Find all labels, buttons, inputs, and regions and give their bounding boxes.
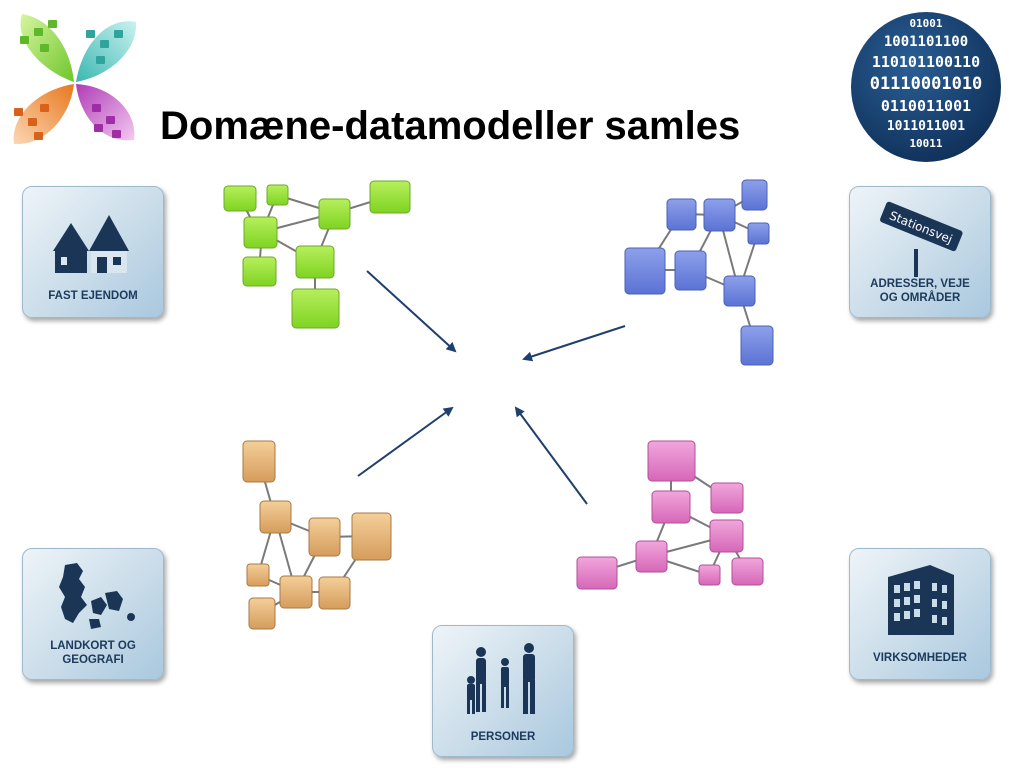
building-icon: [888, 565, 954, 635]
tile-fast-ejendom[interactable]: FAST EJENDOM: [22, 186, 164, 318]
globe-row: 0110011001: [880, 97, 972, 115]
tile-personer[interactable]: PERSONER: [432, 625, 574, 757]
tile-label: ADRESSER, VEJE OG OMRÅDER: [850, 277, 990, 305]
merge-arrows: [357, 270, 626, 505]
arrow-green: [366, 270, 457, 353]
page-title: Domæne-datamodeller samles: [160, 104, 741, 148]
globe-row: 1011011001: [886, 119, 966, 134]
tile-label: LANDKORT OG GEOGRAFI: [23, 639, 163, 667]
tile-label: PERSONER: [470, 731, 536, 743]
globe-row: 01110001010: [869, 74, 983, 94]
tile-label: FAST EJENDOM: [48, 290, 138, 302]
globe-row: 01001: [909, 17, 943, 30]
tile-adresser[interactable]: Stationsvej ADRESSER, VEJE OG OMRÅDER: [849, 186, 991, 318]
tile-label-line1: LANDKORT OG: [50, 640, 136, 652]
arrow-pink: [514, 406, 588, 505]
green-datamodel-boxes: [223, 180, 411, 329]
arrow-blue: [522, 325, 626, 362]
brown-datamodel-boxes: [242, 440, 392, 630]
denmark-map-icon: [59, 563, 135, 629]
globe-row: 10011: [909, 137, 943, 150]
tile-label-line2: OG OMRÅDER: [879, 292, 961, 304]
people-icon: [467, 643, 535, 714]
street-sign-icon: Stationsvej: [880, 201, 963, 277]
arrow-brown: [357, 406, 454, 477]
globe-row: 110101100110: [871, 53, 981, 71]
tile-label: VIRKSOMHEDER: [873, 652, 967, 664]
globe-row: 1001101100: [883, 34, 969, 50]
tile-landkort[interactable]: LANDKORT OG GEOGRAFI: [22, 548, 164, 680]
logo-icon: [13, 14, 137, 145]
houses-icon: [53, 215, 129, 273]
tile-virksomheder[interactable]: VIRKSOMHEDER: [849, 548, 991, 680]
tile-label-line2: GEOGRAFI: [62, 654, 124, 666]
blue-datamodel-boxes: [624, 179, 774, 366]
tile-label-line1: ADRESSER, VEJE: [870, 278, 970, 290]
binary-globe-icon: 01001 1001101100 110101100110 0111000101…: [851, 12, 1001, 162]
pink-datamodel-boxes: [576, 440, 764, 590]
